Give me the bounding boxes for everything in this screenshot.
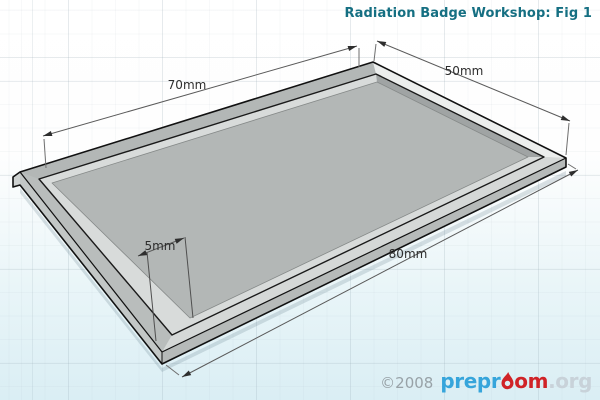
logo-text-blue: prepr — [440, 369, 501, 393]
watermark: ©2008 prepr om.org — [380, 369, 592, 393]
tray-side-left — [20, 172, 162, 364]
dimension-inner-width: 50mm — [373, 40, 571, 156]
dimension-label-70mm: 70mm — [168, 78, 207, 92]
dimension-rim-width: 5mm — [137, 236, 194, 342]
flame-icon — [501, 372, 514, 390]
tray-floor — [51, 81, 529, 319]
dimension-label-80mm: 80mm — [389, 247, 428, 261]
dimension-label-5mm: 5mm — [144, 239, 175, 253]
logo-text-suffix: .org — [548, 369, 592, 393]
copyright-text: ©2008 — [380, 374, 434, 392]
dimension-label-50mm: 50mm — [445, 64, 484, 78]
dimension-outer-length: 80mm — [165, 163, 579, 378]
figure-title: Radiation Badge Workshop: Fig 1 — [344, 6, 592, 21]
tray — [12, 61, 567, 365]
logo-text-red: om — [514, 369, 549, 393]
preproom-logo[interactable]: prepr om.org — [440, 369, 592, 393]
tray-rim-front-left — [20, 172, 172, 352]
tray-side-front — [162, 158, 566, 364]
dimension-inner-length: 70mm — [42, 45, 360, 169]
